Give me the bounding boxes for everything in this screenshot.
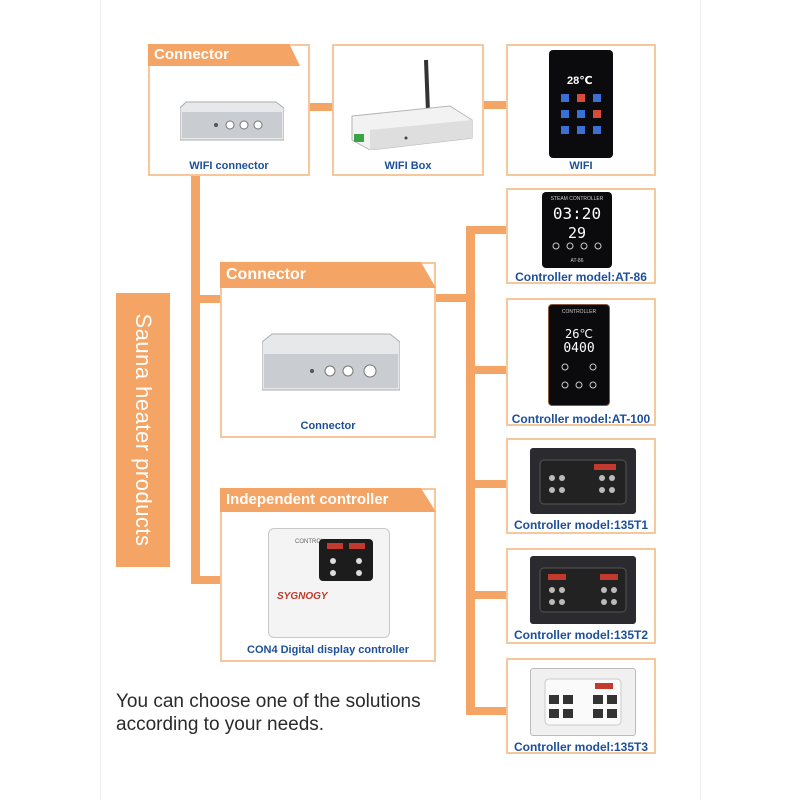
- link-135t1: [466, 480, 506, 488]
- caption-135t2: Controller model:135T2: [513, 628, 649, 642]
- tab-connector-top: Connector: [148, 44, 300, 66]
- caption-wifi-connector: WIFI connector: [189, 160, 269, 172]
- branch-middle-line: [191, 295, 220, 303]
- con4-controller-image: CONTROL SYGNOGY: [268, 528, 390, 638]
- at86-model-display: AT-86: [570, 258, 584, 264]
- caption-con4: CON4 Digital display controller: [247, 644, 409, 656]
- caption-135t3: Controller model:135T3: [513, 740, 649, 754]
- at86-temp-display: 29: [567, 224, 587, 242]
- wifi-connector-image: [179, 94, 285, 142]
- wifi-controller-image: 28℃: [549, 50, 613, 158]
- at86-title-display: STEAM CONTROLLER: [550, 196, 604, 202]
- tab-independent-controller: Independent controller: [220, 488, 436, 512]
- card-at86: STEAM CONTROLLER 03:20 29 AT-86 Controll…: [506, 188, 656, 284]
- caption-wifi-box: WIFI Box: [384, 160, 432, 172]
- 135t2-controller-image: [530, 556, 636, 624]
- at100-temp-display: 26℃: [565, 327, 593, 341]
- panel-right-edge: [700, 0, 701, 800]
- link-at100: [466, 366, 506, 374]
- link-135t2: [466, 591, 506, 599]
- side-label-text: Sauna heater products: [131, 313, 156, 547]
- caption-135t1: Controller model:135T1: [513, 518, 649, 532]
- tab-connector-middle: Connector: [220, 262, 436, 288]
- caption-wifi: WIFI: [569, 160, 593, 172]
- link-wifi1-wifi2: [310, 103, 332, 111]
- at86-controller-image: STEAM CONTROLLER 03:20 29 AT-86: [542, 192, 612, 268]
- card-connector: Connector: [220, 262, 436, 438]
- right-trunk-line: [466, 226, 475, 715]
- card-135t3: Controller model:135T3: [506, 658, 656, 754]
- solution-note: You can choose one of the solutions acco…: [116, 691, 421, 735]
- card-wifi-connector: WIFI connector: [148, 44, 310, 176]
- link-135t3: [466, 707, 506, 715]
- trunk-line: [191, 176, 200, 584]
- card-con4: CONTROL SYGNOGY CON4 Digital display con…: [220, 488, 436, 662]
- con4-brand-logo: SYGNOGY: [277, 591, 328, 602]
- caption-at100: Controller model:AT-100: [511, 412, 651, 426]
- at100-time-display: 0400: [563, 341, 595, 356]
- branch-bottom-line: [191, 576, 220, 584]
- wifi-box-image: [348, 54, 474, 151]
- card-wifi-box: WIFI Box: [332, 44, 484, 176]
- at100-title-display: CONTROLLER: [561, 309, 597, 315]
- 135t1-controller-image: [530, 448, 636, 514]
- card-at100: CONTROLLER 26℃ 0400 Controller model:AT-…: [506, 298, 656, 426]
- connector-image: [261, 324, 401, 392]
- caption-connector: Connector: [300, 420, 356, 432]
- caption-at86: Controller model:AT-86: [515, 270, 647, 284]
- panel-left-edge: [100, 0, 101, 800]
- card-135t1: Controller model:135T1: [506, 438, 656, 534]
- link-connector-right: [436, 294, 466, 302]
- 135t3-controller-image: [530, 668, 636, 736]
- wifi-temperature-display: 28℃: [567, 75, 593, 87]
- link-at86: [466, 226, 506, 234]
- sauna-heater-products-label: Sauna heater products: [116, 293, 170, 567]
- at86-time-display: 03:20: [552, 204, 602, 223]
- link-wifi2-wifi3: [484, 101, 506, 109]
- con4-title-display: CONTROL: [295, 539, 325, 545]
- card-135t2: Controller model:135T2: [506, 548, 656, 644]
- at100-controller-image: CONTROLLER 26℃ 0400: [548, 304, 610, 406]
- card-wifi: 28℃ WIFI: [506, 44, 656, 176]
